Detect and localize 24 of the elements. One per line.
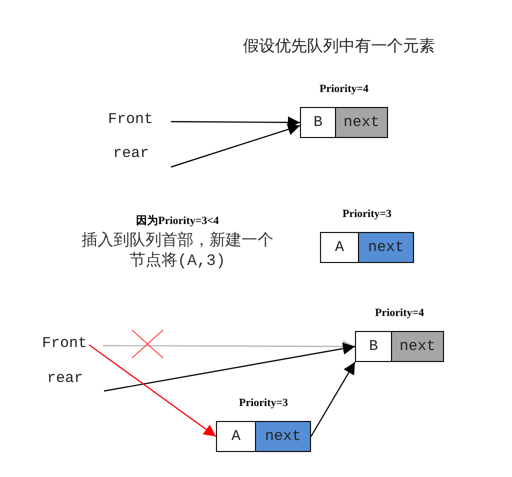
priority-label: Priority=3	[342, 208, 392, 220]
arrow	[103, 340, 355, 352]
arrow	[104, 342, 356, 392]
pointer-label: Front	[42, 336, 88, 352]
next-field: next	[336, 108, 387, 137]
arrow	[170, 124, 300, 168]
queue-node	[320, 232, 414, 263]
priority-label: Priority=4	[319, 83, 369, 95]
arrow	[88, 344, 216, 437]
queue-node	[355, 331, 444, 362]
note-heading: 因为Priority=3<4	[135, 214, 220, 228]
pointer-label: Front	[108, 112, 154, 128]
title: 假设优先队列中有一个元素	[243, 36, 435, 57]
next-field: next	[392, 332, 443, 361]
next-field: next	[359, 233, 413, 262]
pointer-label: rear	[113, 146, 150, 162]
priority-label: Priority=3	[238, 397, 288, 409]
arrow	[310, 362, 356, 437]
queue-node	[216, 421, 311, 452]
priority-label: Priority=4	[374, 307, 424, 319]
queue-node	[300, 107, 388, 138]
next-field: next	[256, 422, 310, 451]
pointer-label: rear	[47, 371, 84, 387]
note-text: 插入到队列首部，新建一个节点将(A,3)	[80, 231, 274, 271]
